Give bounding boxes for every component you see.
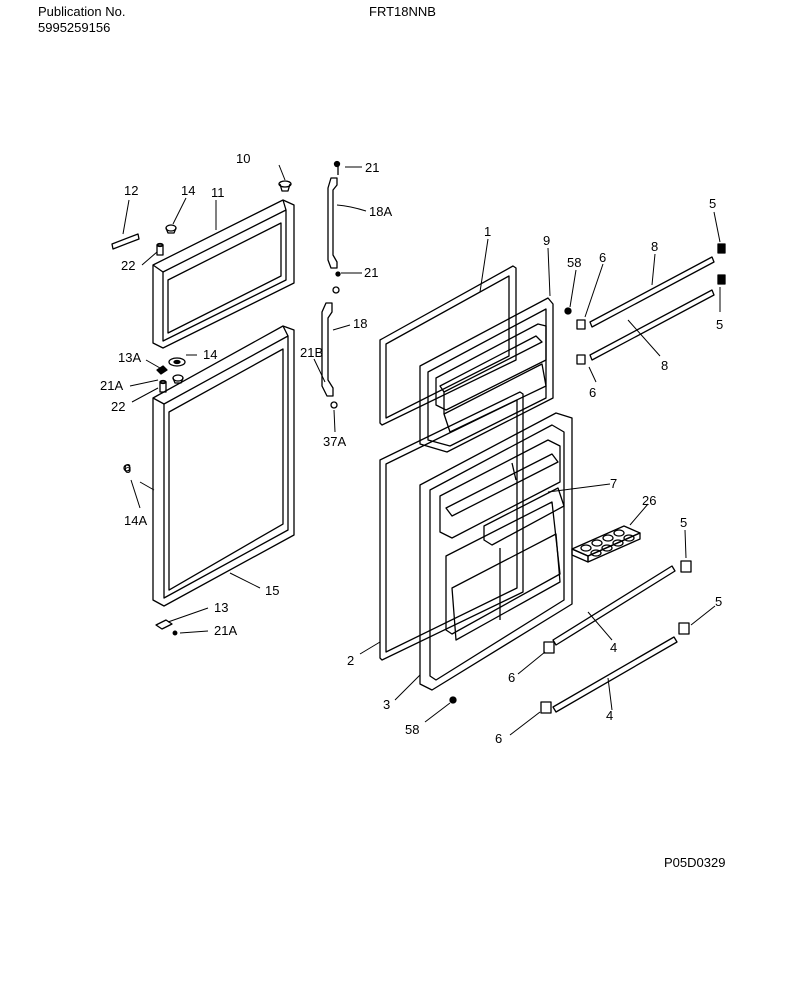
screws <box>332 160 572 704</box>
callout-58-top: 58 <box>567 255 581 270</box>
callout-21-mid: 21 <box>364 265 378 280</box>
callout-26: 26 <box>642 493 656 508</box>
callout-11: 11 <box>211 185 225 200</box>
callout-15: 15 <box>265 583 279 598</box>
callout-labels: 10 12 14 11 22 21 18A 21 18 21B 37A 13A … <box>100 151 723 746</box>
fresh-food-gasket-2 <box>379 391 524 661</box>
callout-6-mid: 6 <box>589 385 596 400</box>
callout-4-bottom: 4 <box>606 708 613 723</box>
rail-end-caps-lower <box>540 560 692 714</box>
shelf-rail-4-lower <box>552 565 678 713</box>
callout-3: 3 <box>383 697 390 712</box>
callout-22-mid: 22 <box>111 399 125 414</box>
callout-4-top: 4 <box>610 640 617 655</box>
hinge-cap-10 <box>278 180 292 192</box>
freezer-door-panel <box>152 199 295 349</box>
callout-7: 7 <box>610 476 617 491</box>
callout-58-bottom: 58 <box>405 722 419 737</box>
callout-12: 12 <box>124 183 138 198</box>
callout-37A: 37A <box>323 434 346 449</box>
shelf-rail-8-upper <box>589 256 715 361</box>
hinge-hardware-middle <box>156 357 186 393</box>
callout-5-top: 5 <box>709 196 716 211</box>
freezer-inner-liner-9 <box>419 297 554 453</box>
hinge-cap-14-top <box>165 224 177 234</box>
callout-14A: 14A <box>124 513 147 528</box>
callout-8-top: 8 <box>651 239 658 254</box>
callout-2: 2 <box>347 653 354 668</box>
trim-strip-12 <box>111 233 140 250</box>
hinge-hardware-bottom <box>155 619 178 636</box>
fresh-food-door-panel <box>152 325 295 607</box>
callout-6-bottom: 6 <box>495 731 502 746</box>
publication-number: 5995259156 <box>38 20 111 35</box>
callout-6-lower: 6 <box>508 670 515 685</box>
callout-14-top: 14 <box>181 183 195 198</box>
callout-21B: 21B <box>300 345 323 360</box>
callout-9: 9 <box>543 233 550 248</box>
model-number: FRT18NNB <box>369 4 436 19</box>
gasket-marker-14A <box>123 464 131 472</box>
callout-13A: 13A <box>118 350 141 365</box>
callout-8-bottom: 8 <box>661 358 668 373</box>
callout-5-bottom: 5 <box>715 594 722 609</box>
leader-lines <box>122 164 721 736</box>
fresh-food-inner-liner-3 <box>419 412 573 691</box>
callout-5-lower-mid: 5 <box>680 515 687 530</box>
callout-6-left: 6 <box>124 461 131 476</box>
callout-10: 10 <box>236 151 250 166</box>
bushing-22-top <box>156 242 164 256</box>
callout-5-upper-mid: 5 <box>716 317 723 332</box>
publication-label: Publication No. <box>38 4 126 19</box>
callout-18A: 18A <box>369 204 392 219</box>
handle-18A <box>327 165 339 269</box>
callout-21-top: 21 <box>365 160 379 175</box>
callout-1: 1 <box>484 224 491 239</box>
callout-14-mid: 14 <box>203 347 217 362</box>
callout-22-top: 22 <box>121 258 135 273</box>
freezer-gasket-1 <box>379 265 517 426</box>
callout-21A-top: 21A <box>100 378 123 393</box>
callout-6-top: 6 <box>599 250 606 265</box>
egg-tray-26 <box>571 525 641 563</box>
rail-end-caps-upper <box>576 243 726 365</box>
callout-13: 13 <box>214 600 228 615</box>
callout-21A-bottom: 21A <box>214 623 237 638</box>
callout-18: 18 <box>353 316 367 331</box>
handle-18 <box>321 302 338 409</box>
figure-code: P05D0329 <box>664 855 726 870</box>
